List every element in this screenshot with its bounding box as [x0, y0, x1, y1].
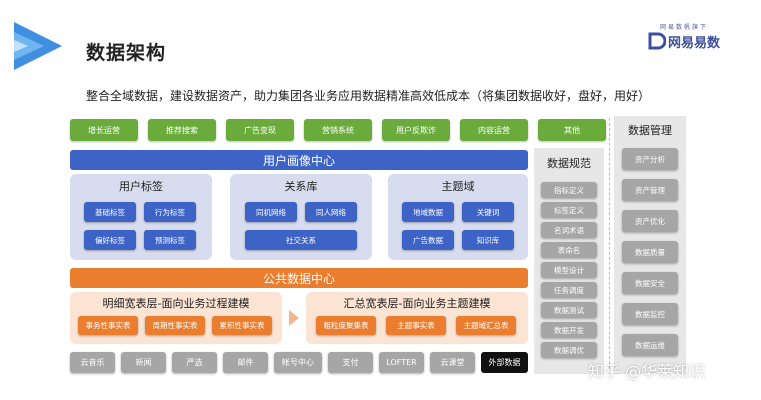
management-item: 数据质量	[622, 241, 678, 263]
column-divider	[609, 118, 610, 374]
standard-item: 标签定义	[541, 202, 597, 218]
subtitle: 整合全域数据，建设数据资产，助力集团各业务应用数据精准高效低成本（将集团数据收好…	[86, 89, 651, 103]
brand-logo: 网易数帆旗下 网易易数	[646, 22, 746, 62]
source-item: 帐号中心	[274, 352, 322, 373]
app-item: 推荐搜索	[148, 119, 216, 141]
summary-table-chip: 主题事实表	[386, 316, 446, 335]
summary-layer-title: 汇总宽表层-面向业务主题建模	[343, 297, 491, 310]
topic-chip: 广告数据	[402, 230, 454, 250]
detail-table-chip: 事务性事实表	[78, 316, 138, 335]
user-tags-title: 用户标签	[119, 180, 163, 193]
source-item: 新闻	[121, 352, 166, 373]
standard-item: 任务调度	[541, 282, 597, 298]
standard-item: 数据测试	[541, 302, 597, 318]
topic-chip: 关键词	[462, 202, 514, 222]
standard-item: 指标定义	[541, 182, 597, 198]
summary-table-chip: 主题域汇总表	[456, 316, 516, 335]
topic-chip: 知识库	[462, 230, 514, 250]
relation-chip: 同机网络	[245, 202, 297, 222]
brand-name: 网易易数	[668, 36, 721, 51]
source-item: 云课堂	[430, 352, 475, 373]
source-item-external: 外部数据	[481, 352, 528, 373]
management-title: 数据管理	[628, 124, 672, 137]
source-item: LOFTER	[379, 352, 424, 373]
standard-item: 模型设计	[541, 262, 597, 278]
management-item: 资产管理	[622, 179, 678, 201]
standard-item: 表命名	[541, 242, 597, 258]
corner-chevron-logo	[14, 22, 62, 70]
management-item: 数据运维	[622, 334, 678, 356]
page-title: 数据架构	[86, 42, 167, 64]
brand-tagline: 网易数帆旗下	[660, 24, 709, 31]
user-center-bar: 用户画像中心	[70, 150, 528, 170]
source-item: 邮件	[223, 352, 268, 373]
management-item: 资产分析	[622, 148, 678, 170]
relation-chip: 社交关系	[245, 230, 357, 250]
detail-table-chip: 周期性事实表	[145, 316, 205, 335]
standard-item: 数据调优	[541, 342, 597, 358]
management-item: 数据监控	[622, 303, 678, 325]
source-item: 支付	[328, 352, 373, 373]
app-item: 用户反欺诈	[382, 119, 450, 141]
detail-layer-title: 明细宽表层-面向业务过程建模	[102, 297, 250, 310]
standard-item: 数据开发	[541, 322, 597, 338]
standards-title: 数据规范	[547, 157, 591, 170]
layer-arrow-icon	[289, 310, 299, 326]
standard-item: 名词术语	[541, 222, 597, 238]
app-item: 广告变现	[226, 119, 294, 141]
management-item: 数据安全	[622, 272, 678, 294]
relations-title: 关系库	[284, 180, 318, 193]
management-item: 资产优化	[622, 210, 678, 232]
tag-chip: 偏好标签	[84, 230, 136, 250]
source-item: 云音乐	[70, 352, 115, 373]
topics-title: 主题域	[441, 180, 475, 193]
public-center-bar: 公共数据中心	[70, 268, 528, 288]
relation-chip: 同人网络	[305, 202, 357, 222]
detail-table-chip: 累积性事实表	[212, 316, 272, 335]
app-item: 其他	[538, 119, 606, 141]
app-item: 增长运营	[70, 119, 138, 141]
tag-chip: 行为标签	[144, 202, 196, 222]
topic-chip: 地域数据	[402, 202, 454, 222]
summary-table-chip: 粗粒度聚集表	[316, 316, 376, 335]
source-item: 严选	[172, 352, 217, 373]
tag-chip: 预测标签	[144, 230, 196, 250]
app-item: 内容运营	[460, 119, 528, 141]
app-item: 营销系统	[304, 119, 372, 141]
tag-chip: 基础标签	[84, 202, 136, 222]
brand-mark-icon	[648, 32, 666, 50]
watermark: 知乎 @华莱知识	[588, 362, 706, 381]
